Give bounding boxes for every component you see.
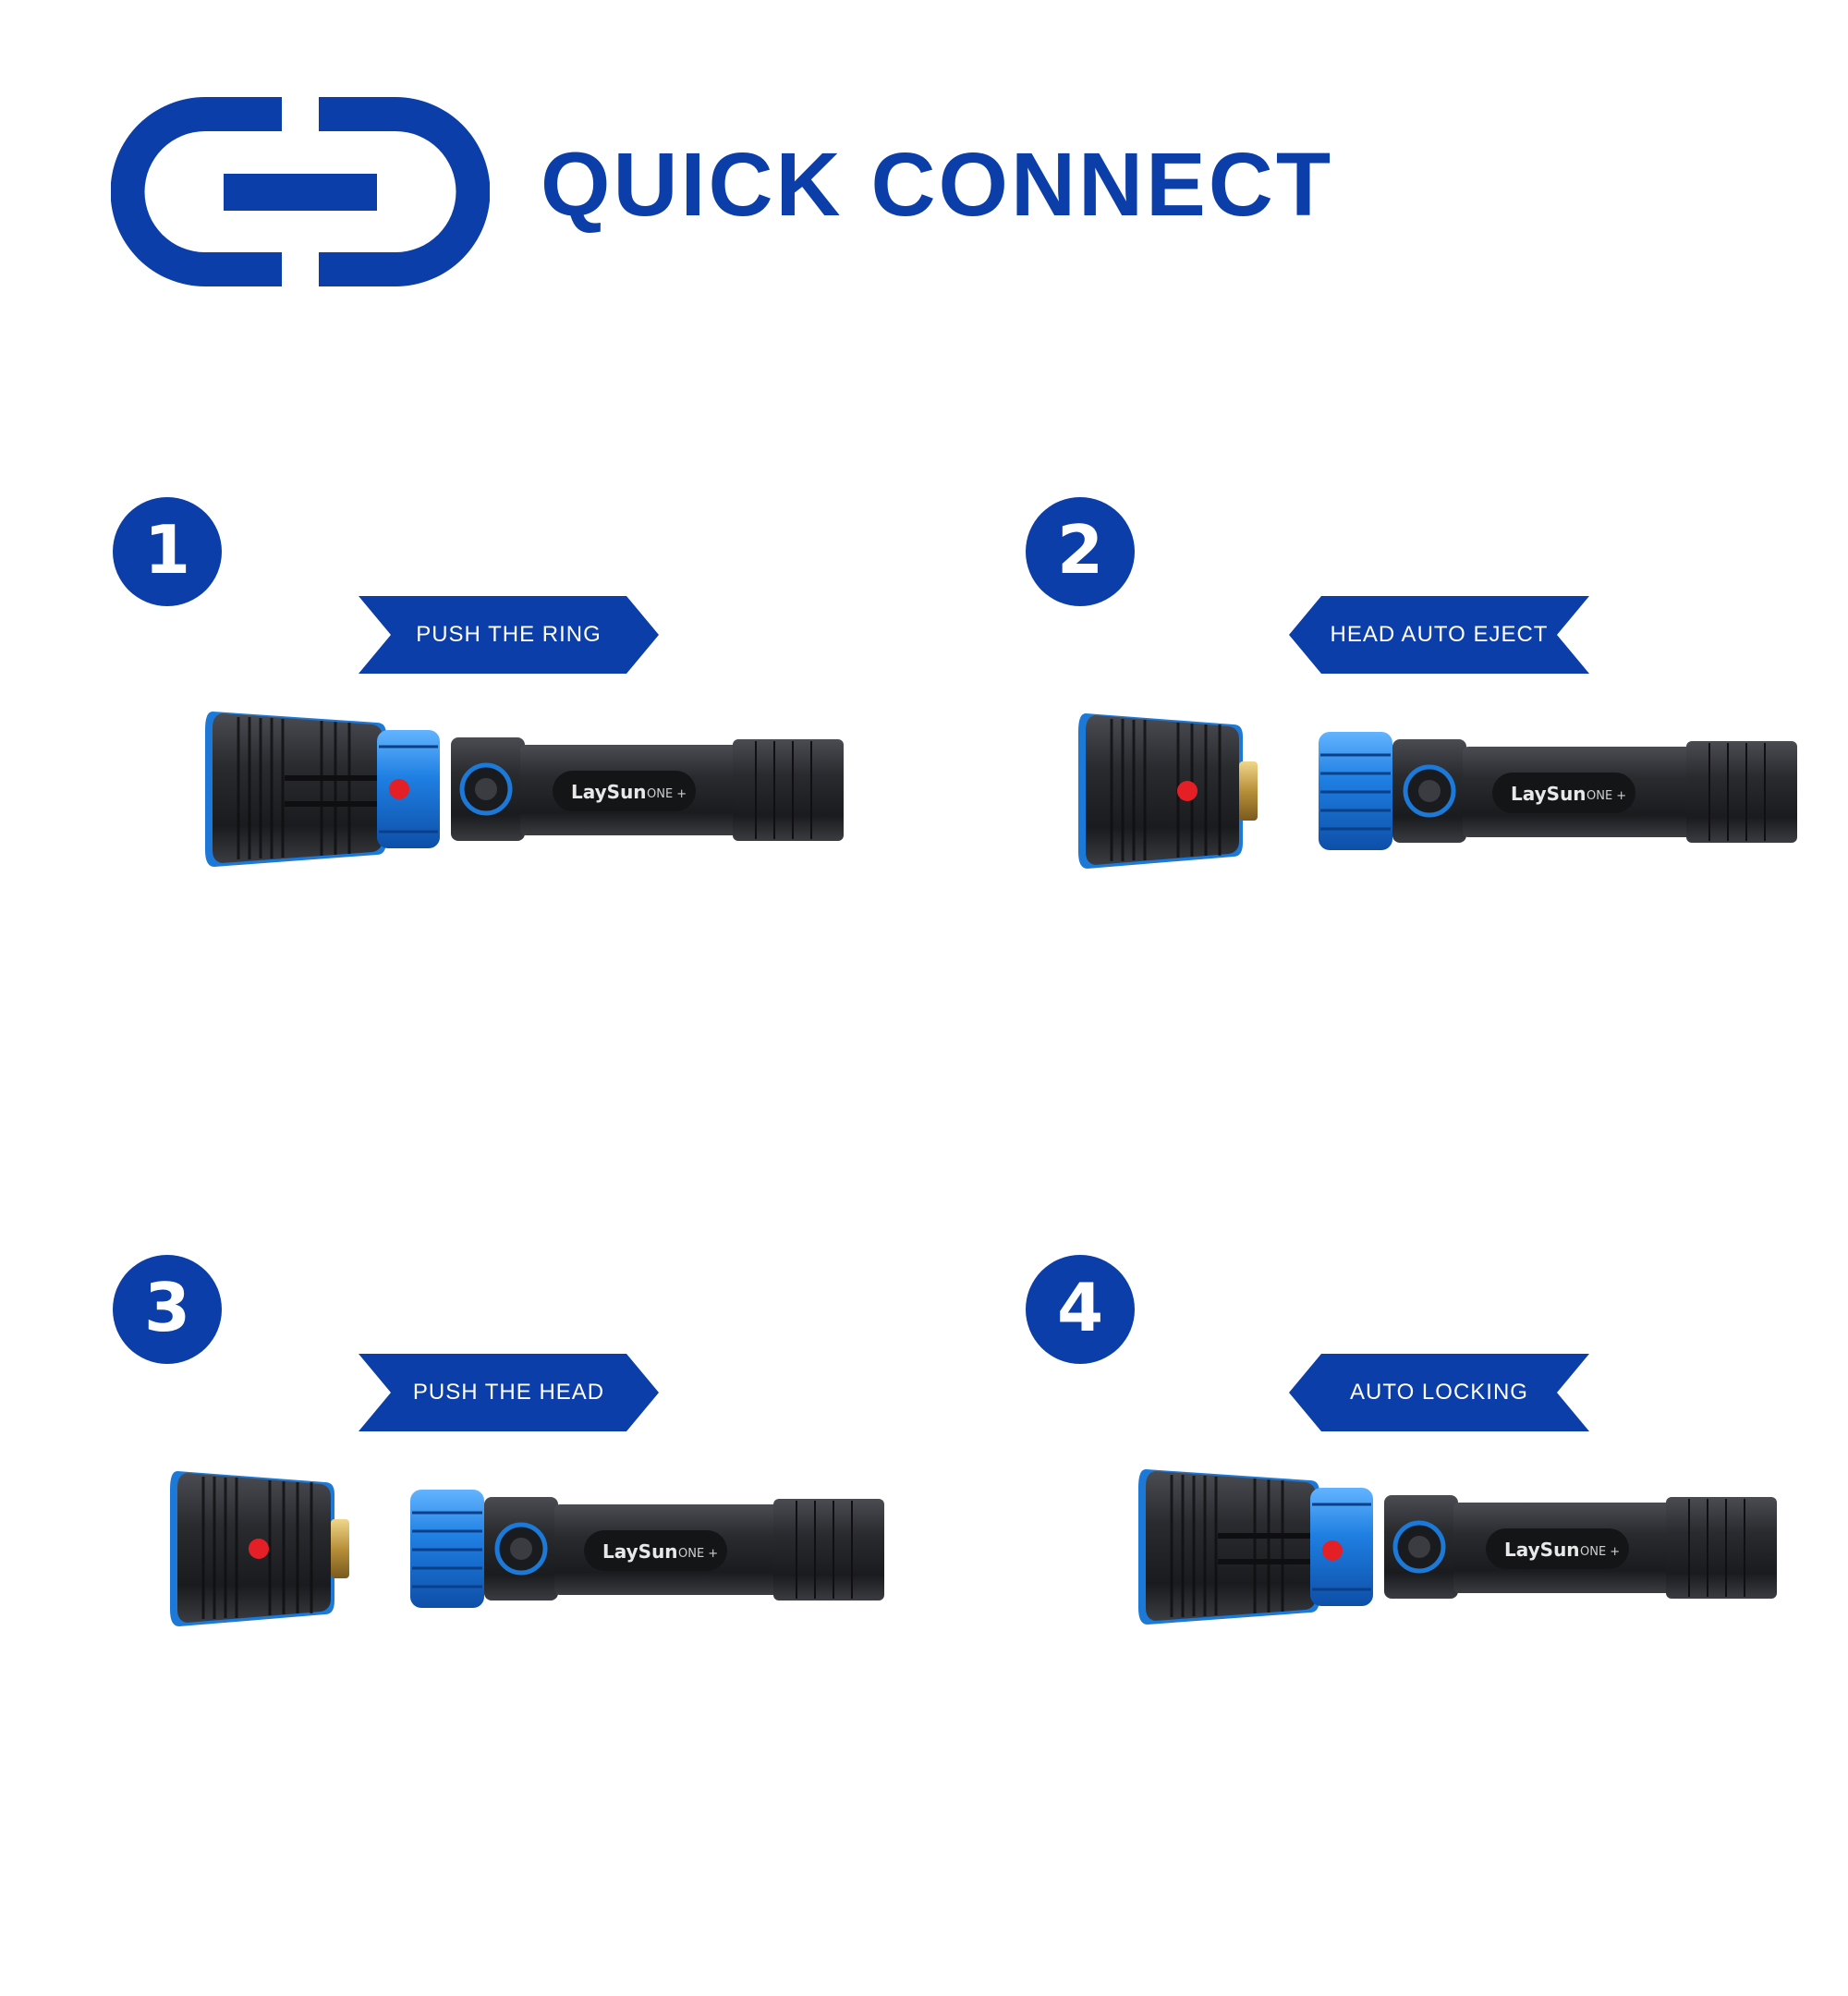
svg-text:ONE +: ONE + — [1580, 1545, 1620, 1559]
flashlight-head — [205, 712, 386, 867]
step-number-badge: 2 — [1026, 497, 1135, 606]
step-2: 2 HEAD AUTO EJECT LaySun ONE + — [924, 481, 1848, 1238]
page-title: QUICK CONNECT — [541, 134, 1334, 235]
svg-text:LaySun: LaySun — [602, 1540, 678, 1563]
flashlight-body: LaySun ONE + — [484, 1497, 884, 1600]
flashlight-separated: LaySun ONE + — [1078, 713, 1797, 869]
step-4: 4 AUTO LOCKING LaySun ONE + — [924, 1238, 1848, 1996]
flashlight-separated: LaySun ONE + — [170, 1471, 884, 1626]
step-label-banner: HEAD AUTO EJECT — [1289, 596, 1589, 674]
flashlight-body: LaySun ONE + — [1384, 1495, 1777, 1599]
step-3: 3 PUSH THE HEAD LaySun ONE + — [0, 1238, 924, 1996]
svg-text:ONE +: ONE + — [1587, 789, 1626, 803]
step-number-badge: 4 — [1026, 1255, 1135, 1364]
flashlight-head — [1138, 1469, 1319, 1625]
flashlight-head — [170, 1471, 349, 1626]
flashlight-body: LaySun ONE + — [451, 737, 844, 841]
svg-text:LaySun: LaySun — [571, 781, 647, 803]
flashlight-head — [1078, 713, 1258, 869]
step-number-badge: 3 — [113, 1255, 222, 1364]
step-1: 1 PUSH THE RING LaySun ONE + — [0, 481, 924, 1238]
step-label-banner: AUTO LOCKING — [1289, 1354, 1589, 1431]
alignment-dot-icon — [1177, 781, 1198, 801]
svg-text:ONE +: ONE + — [678, 1547, 718, 1561]
flashlight-assembled: LaySun ONE + — [1138, 1469, 1777, 1625]
header: QUICK CONNECT — [0, 0, 1848, 305]
quick-connect-icon — [111, 97, 490, 286]
svg-text:ONE +: ONE + — [647, 787, 687, 801]
flashlight-ring — [1319, 732, 1392, 850]
flashlight-assembled: LaySun ONE + — [205, 712, 844, 867]
flashlight-body: LaySun ONE + — [1392, 739, 1797, 843]
flashlight-ring — [410, 1490, 484, 1608]
step-number-badge: 1 — [113, 497, 222, 606]
alignment-dot-icon — [249, 1539, 269, 1559]
svg-text:LaySun: LaySun — [1504, 1539, 1580, 1561]
step-label-banner: PUSH THE RING — [359, 596, 659, 674]
alignment-dot-icon — [1322, 1540, 1343, 1561]
step-label-banner: PUSH THE HEAD — [359, 1354, 659, 1431]
svg-text:LaySun: LaySun — [1511, 783, 1587, 805]
alignment-dot-icon — [389, 779, 409, 799]
